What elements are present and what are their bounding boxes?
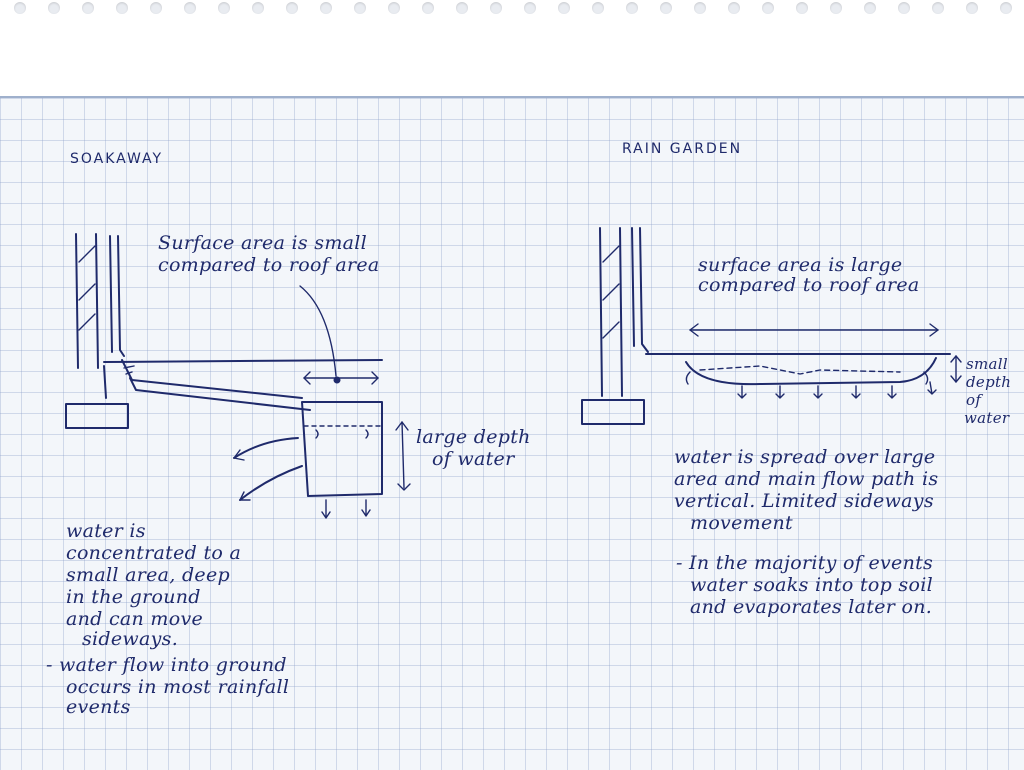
- binding-hole: [184, 2, 196, 14]
- binding-hole: [898, 2, 910, 14]
- soakaway-description-line: small area, deep: [66, 564, 230, 586]
- binding-hole: [626, 2, 638, 14]
- binding-hole: [150, 2, 162, 14]
- binding-hole: [422, 2, 434, 14]
- binding-hole: [218, 2, 230, 14]
- soakaway-description-line: and can move: [66, 608, 204, 630]
- binding-hole: [82, 2, 94, 14]
- raingarden-depth-note-line: of: [966, 391, 982, 409]
- raingarden-description-line: vertical. Limited sideways: [674, 490, 934, 512]
- soakaway-bullet-line: occurs in most rainfall: [66, 676, 290, 698]
- raingarden-basin: [685, 357, 937, 386]
- binding-hole: [558, 2, 570, 14]
- raingarden-depth-arrow: [950, 355, 962, 383]
- binding-hole: [864, 2, 876, 14]
- soakaway-pipe: [121, 359, 311, 411]
- raingarden-bullet-line: - In the majority of events: [676, 552, 934, 574]
- soakaway-depth-note-line: large depth: [416, 426, 531, 448]
- raingarden-bullet-line: and evaporates later on.: [690, 596, 933, 618]
- raingarden-depth-note-line: water: [964, 409, 1010, 427]
- raingarden-building-wall: [581, 227, 649, 425]
- binding-hole: [592, 2, 604, 14]
- binding-hole: [286, 2, 298, 14]
- soakaway-surface-width-arrow: [299, 285, 379, 385]
- binding-hole: [762, 2, 774, 14]
- binding-hole: [932, 2, 944, 14]
- raingarden-depth-note-line: small: [966, 355, 1008, 373]
- raingarden-depth-note-line: depth: [966, 373, 1012, 391]
- binding-hole: [388, 2, 400, 14]
- soakaway-bullet-line: events: [66, 696, 131, 718]
- binding-hole: [1000, 2, 1012, 14]
- soakaway-surface-note-line: compared to roof area: [158, 254, 380, 276]
- raingarden-description-line: water is spread over large: [674, 446, 936, 468]
- binding-hole: [48, 2, 60, 14]
- soakaway-title: SOAKAWAY: [70, 151, 164, 167]
- soakaway-surface-note-line: Surface area is small: [158, 232, 368, 254]
- raingarden-downward-flow-arrows: [737, 381, 937, 399]
- soakaway-description-line: sideways.: [82, 628, 179, 650]
- binding-hole: [456, 2, 468, 14]
- binding-hole: [796, 2, 808, 14]
- soakaway-ground-line: [103, 359, 383, 363]
- binding-hole: [490, 2, 502, 14]
- binding-hole: [524, 2, 536, 14]
- raingarden-surface-note-line: surface area is large: [698, 254, 903, 276]
- raingarden-description-line: area and main flow path is: [674, 468, 939, 490]
- soakaway-tank: [301, 401, 383, 497]
- raingarden-surface-note-line: compared to roof area: [698, 274, 920, 296]
- soakaway-sideways-flow-arrows: [233, 437, 303, 501]
- soakaway-description-line: in the ground: [66, 586, 201, 608]
- soakaway-depth-arrow: [395, 421, 411, 491]
- soakaway-description-line: water is: [66, 520, 146, 542]
- binding-hole: [728, 2, 740, 14]
- raingarden-description-line: movement: [690, 512, 793, 534]
- binding-hole: [694, 2, 706, 14]
- raingarden-bullet-line: water soaks into top soil: [690, 574, 933, 596]
- binding-hole: [966, 2, 978, 14]
- binding-hole: [830, 2, 842, 14]
- binding-hole: [252, 2, 264, 14]
- soakaway-depth-note-line: of water: [432, 448, 515, 470]
- raingarden-surface-width-arrow: [689, 323, 939, 337]
- page-top-margin: [0, 0, 1024, 96]
- soakaway-bullet-line: - water flow into ground: [46, 654, 287, 676]
- binding-hole: [660, 2, 672, 14]
- soakaway-description-line: concentrated to a: [66, 542, 242, 564]
- binding-hole: [354, 2, 366, 14]
- soakaway-downward-flow-arrows: [321, 499, 371, 519]
- binding-hole: [116, 2, 128, 14]
- grid-paper: [0, 96, 1024, 770]
- soakaway-building-wall: [65, 233, 129, 429]
- raingarden-title: RAIN GARDEN: [622, 141, 743, 157]
- binding-hole: [320, 2, 332, 14]
- binding-hole: [14, 2, 26, 14]
